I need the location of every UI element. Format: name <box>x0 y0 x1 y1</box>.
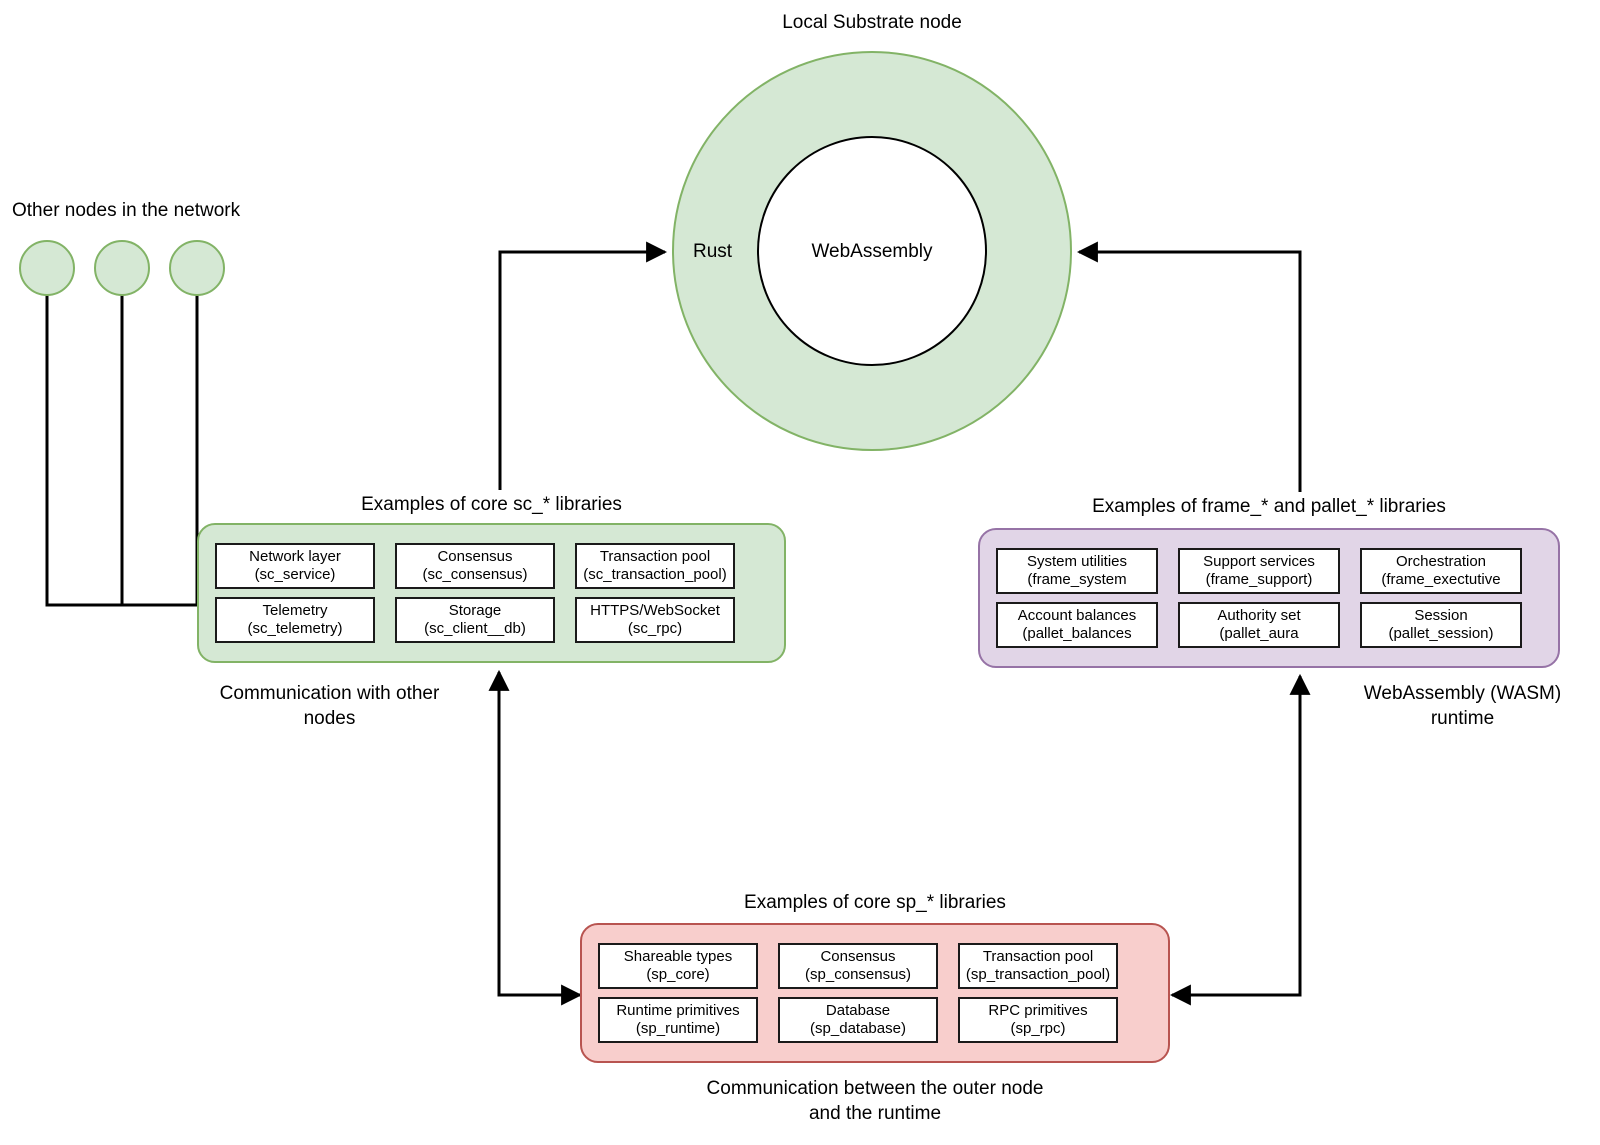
chip-crate: (sp_runtime) <box>635 1020 721 1037</box>
chip-crate: (frame_support) <box>1205 571 1313 588</box>
chip-crate: (sp_transaction_pool) <box>965 966 1111 983</box>
frame-row-2: Account balances (pallet_balances Author… <box>996 602 1542 648</box>
chip-frame-support[interactable]: Support services (frame_support) <box>1178 548 1340 594</box>
webassembly-inner-circle <box>757 136 987 366</box>
sp-to-sc-arrow <box>488 669 583 1006</box>
chip-title: Support services <box>1203 553 1315 570</box>
sp-group-caption: Communication between the outer node and… <box>706 1078 1044 1124</box>
chip-title: Account balances <box>1017 607 1137 624</box>
chip-crate: (sp_consensus) <box>805 966 911 983</box>
sp-libraries-group: Shareable types (sp_core) Consensus (sp_… <box>580 923 1170 1063</box>
chip-title: Storage <box>448 602 502 619</box>
chip-sp-core[interactable]: Shareable types (sp_core) <box>598 943 758 989</box>
chip-title: Consensus <box>820 948 896 965</box>
sc-row-2: Telemetry (sc_telemetry) Storage (sc_cli… <box>215 597 768 643</box>
chip-crate: (sc_client__db) <box>424 620 526 637</box>
chip-title: Runtime primitives <box>616 1002 740 1019</box>
chip-sp-runtime[interactable]: Runtime primitives (sp_runtime) <box>598 997 758 1043</box>
chip-frame-system[interactable]: System utilities (frame_system <box>996 548 1158 594</box>
chip-sc-rpc[interactable]: HTTPS/WebSocket (sc_rpc) <box>575 597 735 643</box>
chip-sc-service[interactable]: Network layer (sc_service) <box>215 543 375 589</box>
peer-node-2 <box>94 240 150 296</box>
peer-node-1 <box>19 240 75 296</box>
chip-crate: (sc_telemetry) <box>247 620 343 637</box>
chip-crate: (sc_rpc) <box>627 620 683 637</box>
frame-to-rust-arrow <box>1076 241 1302 492</box>
sc-group-caption: Communication with other nodes <box>219 683 440 729</box>
sc-row-1: Network layer (sc_service) Consensus (sc… <box>215 543 768 589</box>
sp-row-2: Runtime primitives (sp_runtime) Database… <box>598 997 1152 1043</box>
chip-title: Network layer <box>249 548 341 565</box>
chip-crate: (sc_transaction_pool) <box>583 566 727 583</box>
peer-connector-lines <box>45 292 199 607</box>
chip-pallet-session[interactable]: Session (pallet_session) <box>1360 602 1522 648</box>
chip-sc-transaction-pool[interactable]: Transaction pool (sc_transaction_pool) <box>575 543 735 589</box>
sp-row-1: Shareable types (sp_core) Consensus (sp_… <box>598 943 1152 989</box>
rust-ring-label: Rust <box>693 241 733 262</box>
chip-sp-transaction-pool[interactable]: Transaction pool (sp_transaction_pool) <box>958 943 1118 989</box>
chip-crate: (frame_system <box>1027 571 1127 588</box>
webassembly-label: WebAssembly <box>811 241 933 262</box>
sc-to-rust-arrow <box>498 241 668 490</box>
substrate-node-title: Local Substrate node <box>782 12 962 33</box>
chip-title: Shareable types <box>623 948 733 965</box>
frame-pallet-libraries-group: System utilities (frame_system Support s… <box>978 528 1560 668</box>
chip-title: System utilities <box>1026 553 1128 570</box>
chip-crate: (pallet_session) <box>1388 625 1494 642</box>
chip-title: RPC primitives <box>988 1002 1088 1019</box>
chip-title: HTTPS/WebSocket <box>590 602 720 619</box>
sp-group-heading: Examples of core sp_* libraries <box>744 892 1006 913</box>
chip-title: Consensus <box>437 548 513 565</box>
chip-title: Database <box>825 1002 891 1019</box>
chip-sc-client-db[interactable]: Storage (sc_client__db) <box>395 597 555 643</box>
chip-crate: (sp_database) <box>810 1020 906 1037</box>
sc-libraries-group: Network layer (sc_service) Consensus (sc… <box>197 523 786 663</box>
chip-pallet-balances[interactable]: Account balances (pallet_balances <box>996 602 1158 648</box>
chip-title: Transaction pool <box>982 948 1094 965</box>
chip-crate: (frame_exectutive <box>1381 571 1501 588</box>
chip-crate: (pallet_aura <box>1219 625 1299 642</box>
chip-crate: (sc_consensus) <box>422 566 528 583</box>
chip-sp-rpc[interactable]: RPC primitives (sp_rpc) <box>958 997 1118 1043</box>
frame-group-heading: Examples of frame_* and pallet_* librari… <box>1092 496 1446 517</box>
chip-frame-executive[interactable]: Orchestration (frame_exectutive <box>1360 548 1522 594</box>
chip-sc-consensus[interactable]: Consensus (sc_consensus) <box>395 543 555 589</box>
chip-crate: (sp_core) <box>646 966 710 983</box>
chip-title: Session <box>1414 607 1468 624</box>
chip-crate: (sc_service) <box>254 566 336 583</box>
chip-crate: (pallet_balances <box>1022 625 1132 642</box>
chip-title: Authority set <box>1217 607 1301 624</box>
chip-sc-telemetry[interactable]: Telemetry (sc_telemetry) <box>215 597 375 643</box>
frame-row-1: System utilities (frame_system Support s… <box>996 548 1542 594</box>
chip-pallet-aura[interactable]: Authority set (pallet_aura <box>1178 602 1340 648</box>
sc-group-heading: Examples of core sc_* libraries <box>361 494 622 515</box>
chip-title: Transaction pool <box>599 548 711 565</box>
peer-node-3 <box>169 240 225 296</box>
chip-crate: (sp_rpc) <box>1010 1020 1066 1037</box>
chip-sp-database[interactable]: Database (sp_database) <box>778 997 938 1043</box>
chip-title: Orchestration <box>1395 553 1487 570</box>
other-nodes-label: Other nodes in the network <box>12 200 241 221</box>
chip-sp-consensus[interactable]: Consensus (sp_consensus) <box>778 943 938 989</box>
frame-group-caption: WebAssembly (WASM) runtime <box>1363 683 1562 729</box>
chip-title: Telemetry <box>262 602 328 619</box>
sp-to-frame-arrow <box>1169 673 1311 1006</box>
